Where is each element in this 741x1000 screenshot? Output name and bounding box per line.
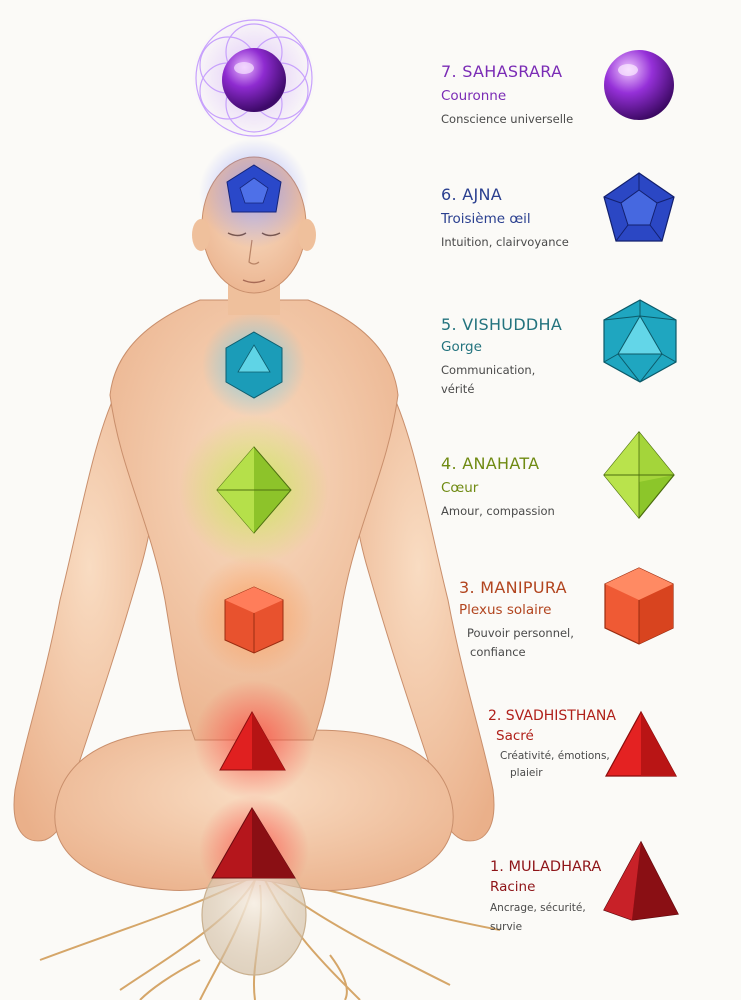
chakra-title: 5. VISHUDDHA bbox=[441, 315, 563, 334]
nose bbox=[248, 239, 260, 265]
body-gem-manipura bbox=[224, 586, 284, 654]
darkred-pyramid-icon bbox=[603, 840, 679, 921]
orange-cube-icon bbox=[604, 567, 674, 645]
body-gem-vishuddha bbox=[225, 331, 283, 399]
chakra-description: Communication, bbox=[441, 363, 536, 377]
chakra-title: 4. ANAHATA bbox=[441, 454, 540, 473]
mouth bbox=[242, 279, 266, 284]
chakra-subtitle: Plexus solaire bbox=[459, 602, 552, 618]
chakra-description: plaieir bbox=[510, 767, 543, 779]
chakra-description: Créativité, émotions, bbox=[500, 750, 610, 762]
chakra-subtitle: Racine bbox=[490, 879, 536, 895]
chakra-label-anahata: 4. ANAHATA Cœur Amour, compassion bbox=[441, 454, 555, 521]
chakra-title: 3. MANIPURA bbox=[459, 578, 567, 597]
chakra-description: Intuition, clairvoyance bbox=[441, 235, 569, 249]
chakra-label-manipura: 3. MANIPURA Plexus solaire Pouvoir perso… bbox=[459, 578, 574, 662]
chakra-label-sahasrara: 7. SAHASRARA Couronne Conscience univers… bbox=[441, 62, 573, 129]
body-gem-svadhisthana bbox=[219, 710, 286, 771]
body-gem-anahata bbox=[216, 446, 292, 534]
chakra-subtitle: Cœur bbox=[441, 480, 479, 496]
chakra-title: 2. SVADHISTHANA bbox=[488, 708, 616, 724]
chakra-description: survie bbox=[490, 921, 523, 933]
chakra-title: 7. SAHASRARA bbox=[441, 62, 563, 81]
left-ear bbox=[192, 219, 210, 251]
green-octahedron-icon bbox=[603, 431, 675, 519]
chakra-label-muladhara: 1. MULADHARA Racine Ancrage, sécurité, s… bbox=[490, 857, 601, 937]
chakra-label-svadhisthana: 2. SVADHISTHANA Sacré Créativité, émotio… bbox=[488, 706, 616, 782]
chakra-description: Amour, compassion bbox=[441, 504, 555, 518]
chakra-description: vérité bbox=[441, 382, 475, 396]
red-tetrahedron-icon bbox=[604, 710, 678, 777]
chakra-description: Conscience universelle bbox=[441, 112, 574, 126]
chakra-title: 6. AJNA bbox=[441, 185, 503, 204]
chakra-subtitle: Gorge bbox=[441, 339, 482, 355]
chakra-description: Ancrage, sécurité, bbox=[490, 902, 586, 914]
chakra-description: Pouvoir personnel, bbox=[467, 626, 574, 640]
purple-sphere-icon bbox=[604, 50, 674, 120]
right-ear bbox=[298, 219, 316, 251]
blue-dodecahedron-icon bbox=[603, 172, 675, 242]
body-gem-sahasrara bbox=[222, 48, 286, 112]
right-arm bbox=[342, 384, 495, 842]
chakra-subtitle: Sacré bbox=[496, 728, 534, 744]
teal-icosahedron-icon bbox=[603, 299, 677, 383]
left-arm bbox=[13, 384, 166, 842]
chakra-description: confiance bbox=[470, 645, 526, 659]
body-gem-ajna bbox=[226, 164, 282, 213]
chakra-label-vishuddha: 5. VISHUDDHA Gorge Communication, vérité bbox=[441, 315, 562, 399]
chakra-subtitle: Troisième œil bbox=[441, 211, 531, 227]
chakra-title: 1. MULADHARA bbox=[490, 859, 602, 875]
chakra-label-ajna: 6. AJNA Troisième œil Intuition, clairvo… bbox=[441, 185, 569, 252]
chakra-subtitle: Couronne bbox=[441, 88, 507, 104]
body-gem-muladhara bbox=[211, 807, 296, 879]
